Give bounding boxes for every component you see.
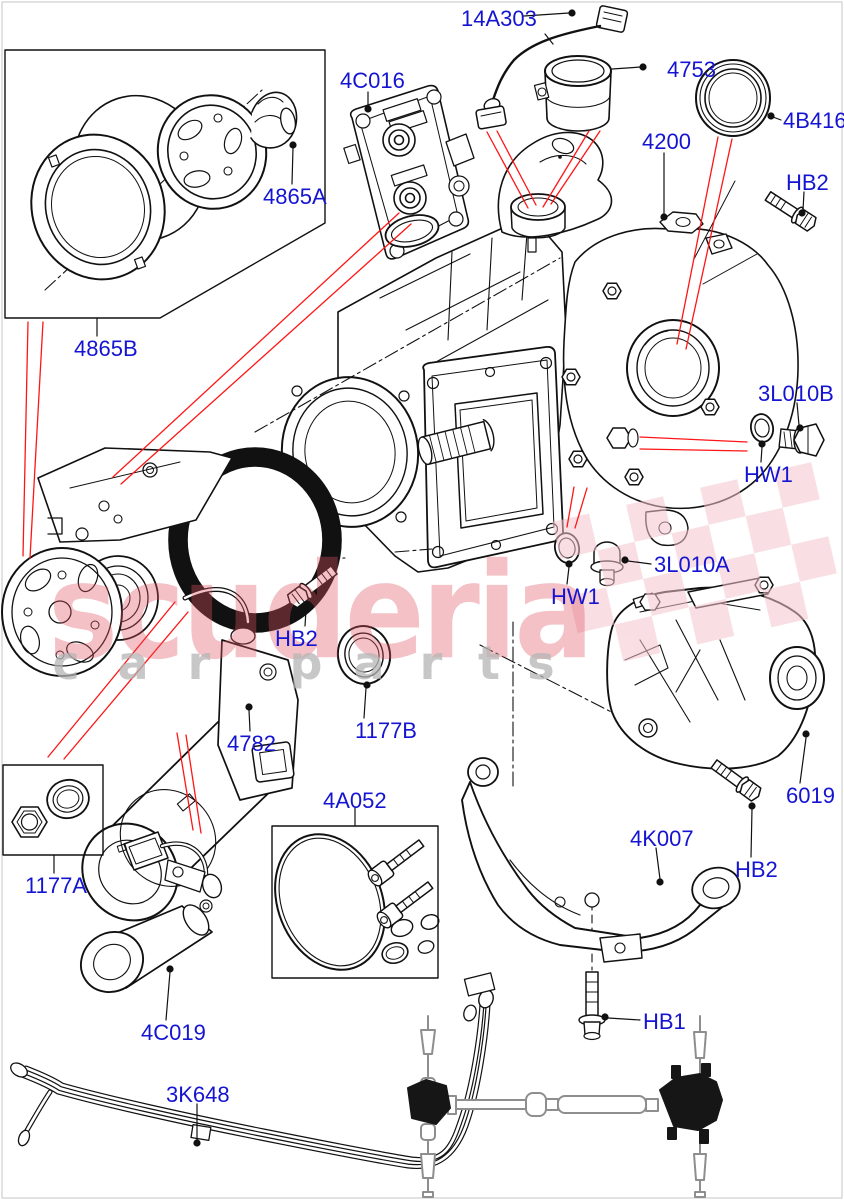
seal-kit-inset-1177A bbox=[2, 764, 104, 856]
pinion-seal-1177B bbox=[336, 625, 392, 685]
part-label-HW1-right: HW1 bbox=[744, 462, 793, 487]
service-kit-4A052 bbox=[271, 825, 440, 979]
mount-bracket-4K007 bbox=[461, 757, 741, 963]
part-label-6019: 6019 bbox=[786, 783, 835, 808]
drain-plug-3L010B bbox=[749, 413, 825, 457]
label-leader-lines bbox=[53, 9, 810, 1147]
part-label-3L010B: 3L010B bbox=[758, 381, 834, 406]
breather-4753 bbox=[533, 55, 612, 132]
part-label-4A052: 4A052 bbox=[323, 788, 387, 813]
output-seal-4B416 bbox=[695, 59, 771, 137]
part-label-4865B: 4865B bbox=[74, 336, 138, 361]
driveline-schematic bbox=[407, 1015, 723, 1198]
part-label-4782: 4782 bbox=[227, 731, 276, 756]
part-label-14A303: 14A303 bbox=[461, 6, 537, 31]
part-label-4K007: 4K007 bbox=[630, 826, 694, 851]
bolt-HB2-top bbox=[762, 187, 820, 235]
bolt-HB1 bbox=[578, 971, 606, 1041]
wiring-harness-14A303 bbox=[475, 5, 629, 130]
part-label-1177B: 1177B bbox=[355, 718, 417, 743]
part-label-4B416: 4B416 bbox=[783, 108, 844, 133]
red-leader-lines bbox=[22, 130, 748, 834]
locking-motor-4782 bbox=[1, 447, 342, 922]
part-label-1177A: 1177A bbox=[25, 873, 87, 898]
part-label-HB2-bottom: HB2 bbox=[735, 857, 778, 882]
part-label-4200: 4200 bbox=[642, 129, 691, 154]
part-label-HB2-left: HB2 bbox=[275, 626, 318, 651]
part-label-3K648: 3K648 bbox=[166, 1082, 230, 1107]
coupling-inset-box bbox=[4, 49, 326, 319]
line-art-layer bbox=[1, 5, 825, 1198]
part-label-3L010A: 3L010A bbox=[654, 552, 730, 577]
part-label-HB2-top: HB2 bbox=[786, 170, 829, 195]
part-label-HB1: HB1 bbox=[643, 1009, 686, 1034]
actuator-plate-4C016 bbox=[343, 84, 475, 260]
checkered-flag-watermark bbox=[552, 462, 837, 662]
actuator-motor-4C019 bbox=[80, 831, 223, 993]
part-label-4753: 4753 bbox=[667, 57, 716, 82]
part-label-HW1-mid: HW1 bbox=[551, 584, 600, 609]
part-label-4865A: 4865A bbox=[263, 184, 327, 209]
part-label-4C019: 4C019 bbox=[141, 1020, 206, 1045]
part-label-4C016: 4C016 bbox=[340, 68, 405, 93]
